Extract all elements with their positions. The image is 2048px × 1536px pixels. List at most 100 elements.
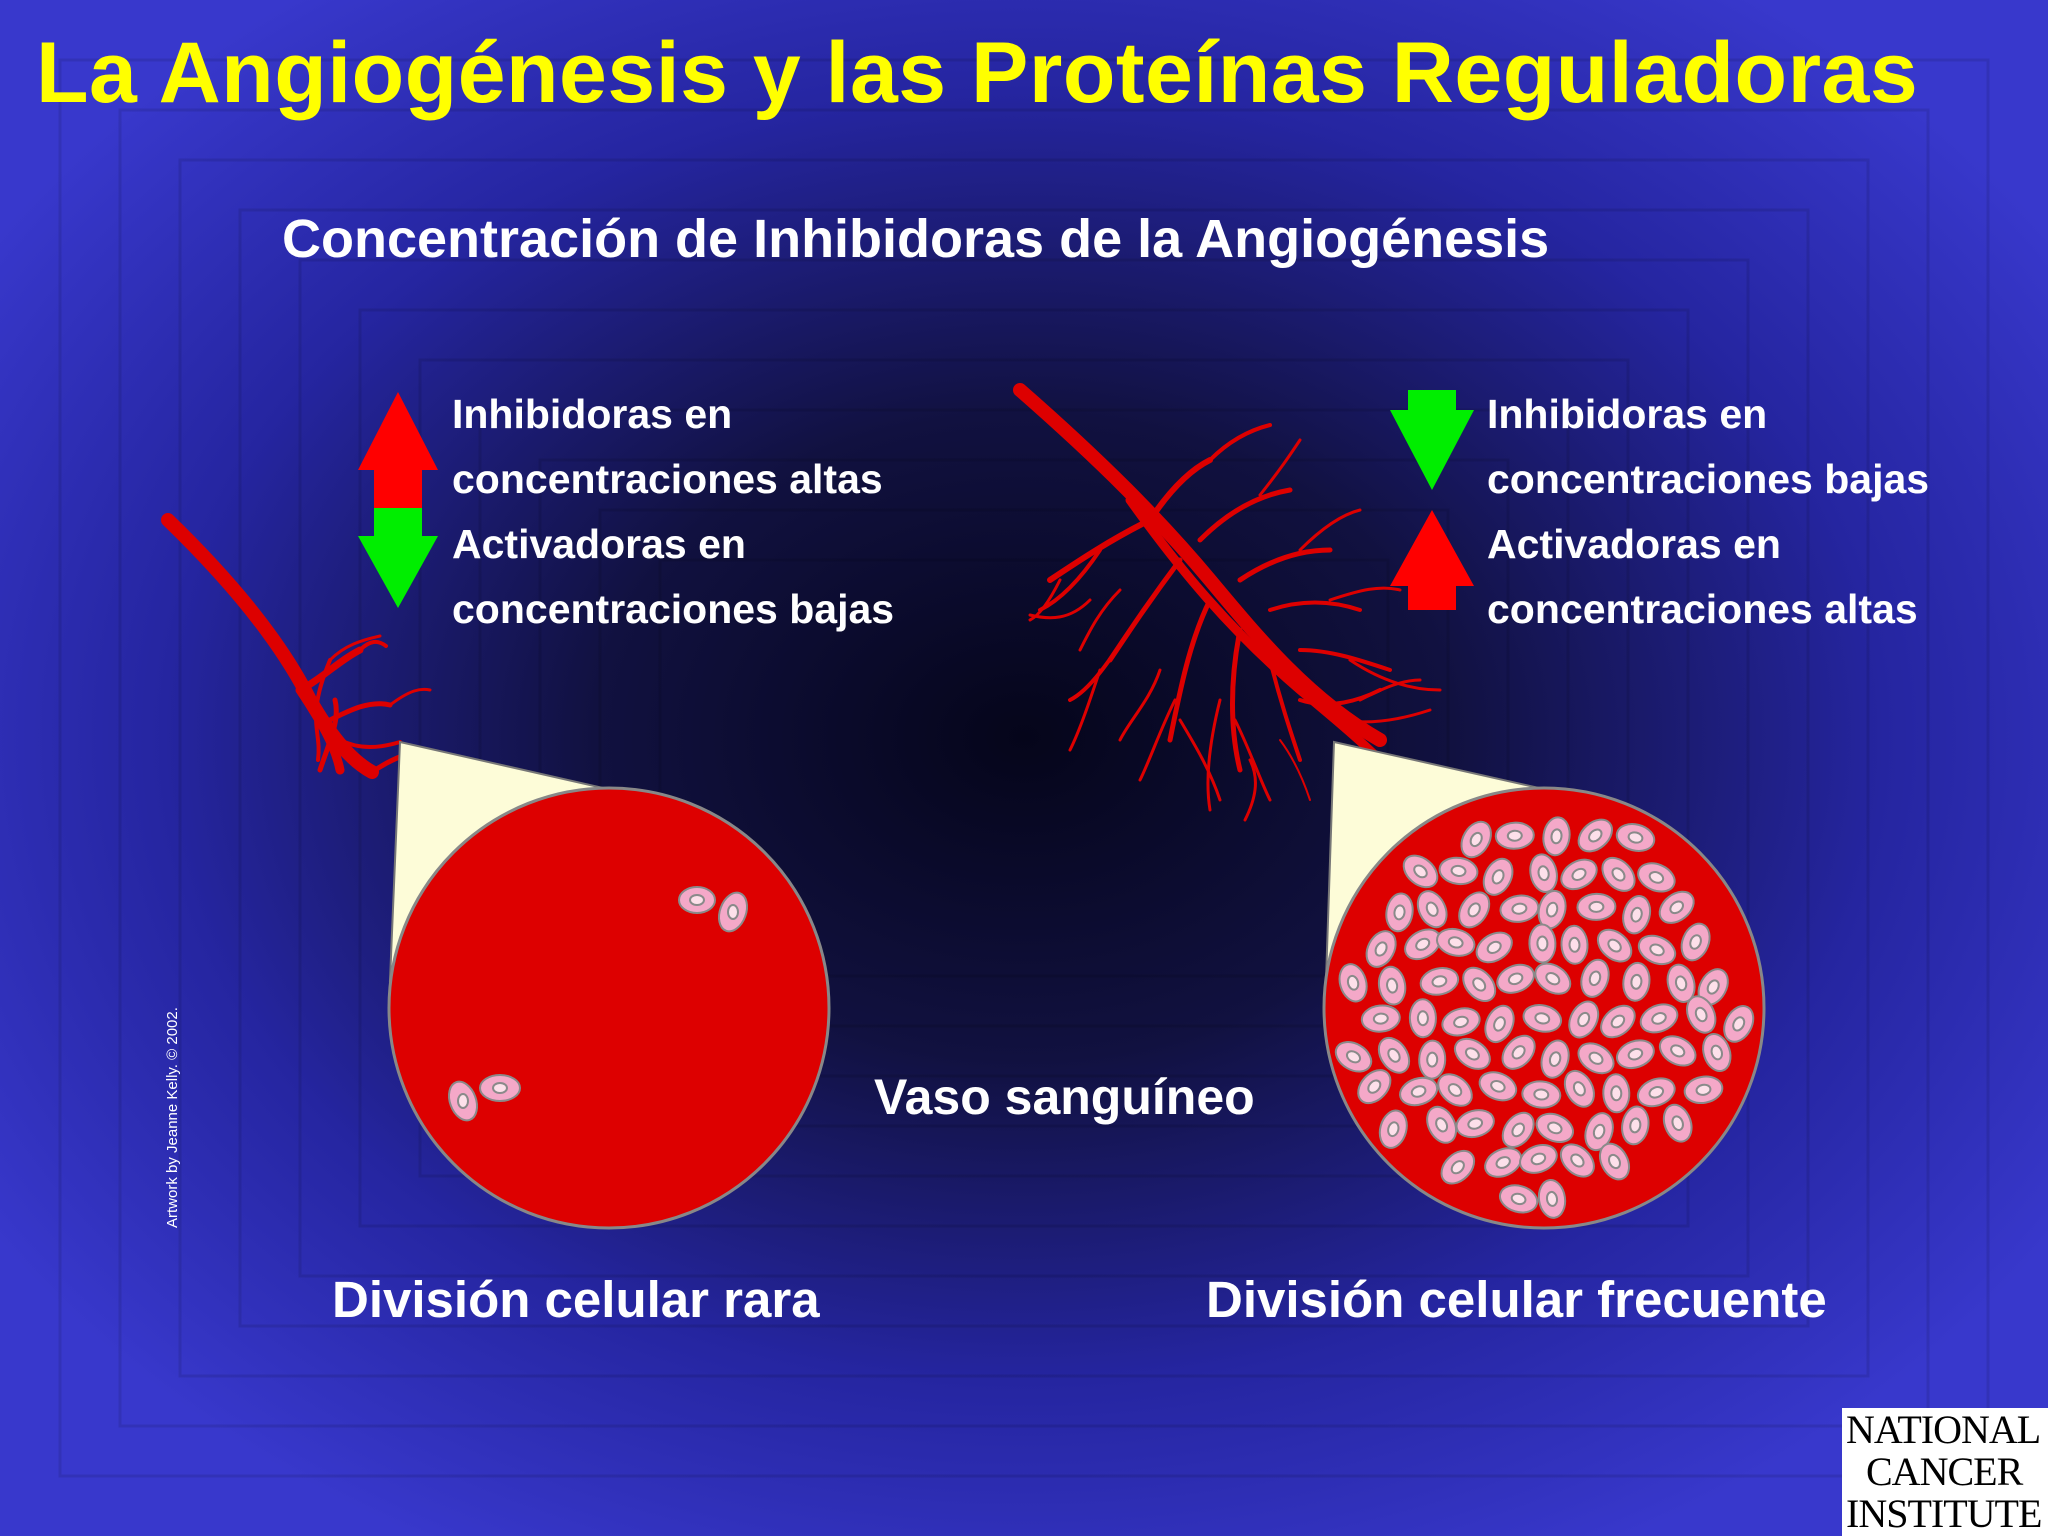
- cell-nucleus: [1486, 940, 1502, 955]
- nci-logo: NATIONAL CANCER INSTITUTE: [1842, 1408, 2048, 1536]
- cell-nucleus: [1671, 1115, 1684, 1131]
- arrow-up-icon: [1390, 510, 1474, 610]
- cell-nucleus: [1710, 1044, 1724, 1061]
- cell-nucleus: [1367, 1079, 1382, 1094]
- caption-right: División celular frecuente: [1206, 1271, 1827, 1328]
- cell-nucleus: [1431, 975, 1448, 988]
- logo-line-3: INSTITUTE: [1846, 1491, 2042, 1536]
- cells-left: [447, 886, 749, 1122]
- arrow-up-icon: [358, 392, 438, 508]
- cells-right: [1334, 816, 1755, 1219]
- cell-nucleus: [1490, 1079, 1506, 1093]
- cell-nucleus: [1630, 906, 1643, 923]
- cell-nucleus: [1507, 972, 1524, 986]
- cell-nucleus: [1648, 1086, 1665, 1099]
- cell-nucleus: [1467, 1117, 1484, 1130]
- cell-nucleus: [1410, 1085, 1427, 1098]
- cell-nucleus: [1588, 828, 1603, 843]
- cell-nucleus: [1588, 970, 1602, 987]
- cell-nucleus: [1607, 1153, 1622, 1170]
- cell-nucleus: [1345, 1050, 1362, 1064]
- cell-nucleus: [1374, 941, 1388, 957]
- cell-nucleus: [1627, 831, 1644, 844]
- caption-left: División celular rara: [332, 1271, 820, 1328]
- cell-nucleus: [1413, 864, 1428, 879]
- cell-nucleus: [1627, 1047, 1644, 1061]
- cell-nucleus: [1511, 1045, 1526, 1060]
- arrow-down-icon: [1390, 390, 1474, 490]
- cell-nucleus: [1415, 937, 1431, 951]
- cell-nucleus: [1572, 1081, 1586, 1097]
- page-title: La Angiogénesis y las Proteínas Regulado…: [36, 25, 1919, 121]
- arrow-down-icon: [358, 508, 438, 608]
- legend-left-line-1: Inhibidoras en: [452, 391, 733, 437]
- cell-nucleus: [1629, 1117, 1642, 1134]
- cell-nucleus: [1511, 1122, 1526, 1138]
- cell-nucleus: [1510, 1192, 1527, 1206]
- legend-left: Inhibidoras en concentraciones altas Act…: [452, 382, 894, 642]
- vessel-left: [161, 513, 433, 779]
- cell-nucleus: [1387, 1047, 1401, 1063]
- cell-nucleus: [1571, 867, 1587, 881]
- cell-nucleus: [1495, 1156, 1511, 1169]
- cell-nucleus: [1547, 1121, 1563, 1135]
- cell-nucleus: [1592, 1123, 1606, 1140]
- cell-nucleus: [1386, 977, 1399, 994]
- cell-nucleus: [1464, 1047, 1480, 1061]
- cell-nucleus: [1588, 900, 1605, 913]
- cell-nucleus: [1453, 1015, 1469, 1029]
- cell-nucleus: [1607, 938, 1622, 953]
- cell-nucleus: [1568, 936, 1581, 953]
- cell-nucleus: [1648, 871, 1665, 884]
- legend-right: Inhibidoras en concentraciones bajas Act…: [1487, 382, 1929, 642]
- cell-nucleus: [1534, 1012, 1551, 1025]
- cell-nucleus: [1674, 975, 1688, 992]
- cell-nucleus: [1469, 831, 1483, 848]
- cell-nucleus: [1588, 1051, 1604, 1065]
- legend-left-line-3: Activadoras en: [452, 521, 746, 567]
- cell-nucleus: [1706, 979, 1720, 995]
- cell-nucleus: [1506, 829, 1523, 842]
- artwork-credit: Artwork by Jeanne Kelly. © 2002.: [164, 1007, 181, 1228]
- legend-left-line-4: concentraciones bajas: [452, 586, 895, 632]
- cell-nucleus: [1577, 1011, 1591, 1028]
- cell-nucleus: [1545, 1190, 1559, 1207]
- cell-nucleus: [1346, 974, 1360, 991]
- cell-nucleus: [1610, 1014, 1626, 1029]
- cell-nucleus: [1537, 865, 1550, 882]
- cell-nucleus: [1651, 1012, 1667, 1025]
- logo-line-1: NATIONAL: [1846, 1407, 2041, 1452]
- vessel-right: [1013, 383, 1442, 822]
- vessel-cross-section-left: [387, 786, 831, 1230]
- cell-nucleus: [1611, 867, 1626, 882]
- cell-nucleus: [1570, 1153, 1585, 1168]
- cell-nucleus: [1689, 934, 1702, 950]
- cell-nucleus: [1550, 828, 1563, 845]
- vessel-label: Vaso sanguíneo: [874, 1069, 1255, 1125]
- legend-right-line-2: concentraciones bajas: [1487, 456, 1930, 502]
- legend-right-line-1: Inhibidoras en: [1487, 391, 1768, 437]
- legend-right-line-3: Activadoras en: [1487, 521, 1781, 567]
- cell-nucleus: [1447, 936, 1464, 949]
- cell-nucleus: [1649, 943, 1665, 957]
- cell-nucleus: [1669, 900, 1685, 915]
- cell-nucleus: [1548, 1051, 1562, 1067]
- cell-nucleus: [1533, 1088, 1550, 1101]
- cell-nucleus: [1670, 1044, 1686, 1058]
- cell-nucleus: [1491, 869, 1505, 885]
- cell-nucleus: [1695, 1083, 1712, 1096]
- cell-nucleus: [1467, 902, 1481, 918]
- cell-nucleus: [1536, 935, 1549, 952]
- cell-nucleus: [1472, 977, 1487, 992]
- cell-nucleus: [1416, 1010, 1429, 1027]
- cell-nucleus: [1435, 1117, 1449, 1133]
- cell-nucleus: [1425, 901, 1439, 917]
- cell-nucleus: [1530, 1152, 1547, 1166]
- legend-left-line-2: concentraciones altas: [452, 456, 883, 502]
- cell-nucleus: [1545, 901, 1559, 918]
- subtitle: Concentración de Inhibidoras de la Angio…: [282, 209, 1550, 269]
- cell-nucleus: [1610, 1085, 1623, 1102]
- cell-nucleus: [1694, 1006, 1708, 1023]
- cell-nucleus: [1630, 973, 1643, 990]
